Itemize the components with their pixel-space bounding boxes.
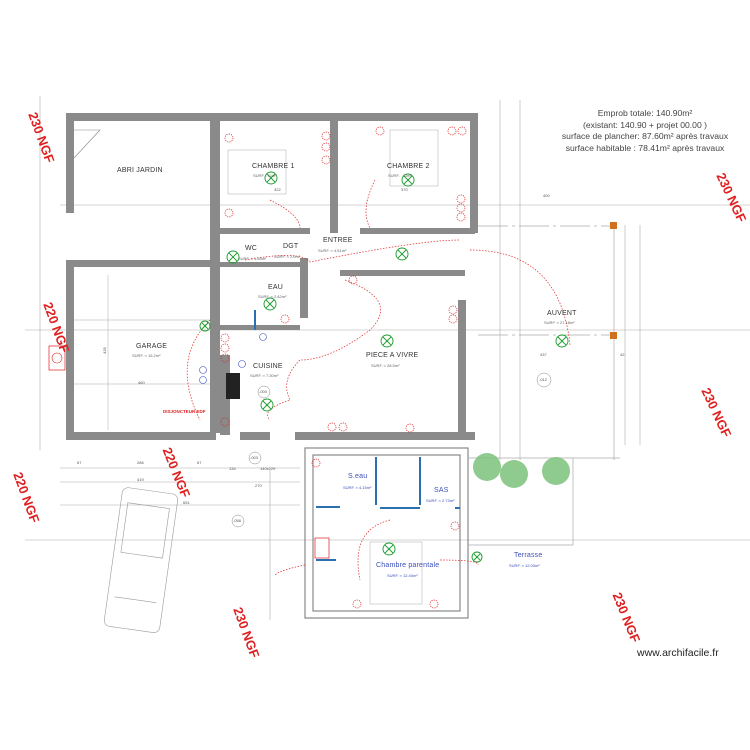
- extension-partitions: [254, 310, 460, 561]
- room-chambre1-surf: SURF. : 11m²: [253, 173, 277, 178]
- dim-label: 270: [255, 483, 262, 488]
- dim-chambre1: 322: [274, 187, 281, 192]
- room-sas: SAS: [434, 487, 449, 494]
- room-chambre2-surf: SURF. : 11m²: [388, 173, 412, 178]
- dim-label: 134: [229, 466, 236, 471]
- summary-emprise: Emprob totale: 140.90m²: [597, 108, 693, 118]
- room-wc: WC: [245, 245, 258, 252]
- post-icon: [610, 222, 617, 229]
- dim-label: 67: [77, 460, 82, 465]
- room-cuisine: CUISINE: [253, 363, 283, 370]
- beds: [227, 129, 439, 605]
- power-outlets: [220, 126, 467, 609]
- reference-lines: [25, 96, 750, 620]
- level-marker: -058: [233, 518, 242, 523]
- dim-label: 286: [137, 460, 144, 465]
- room-entree: ENTREE: [323, 237, 353, 244]
- summary-habitable: surface habitable : 78.41m² après travau…: [565, 142, 725, 153]
- trees: [473, 453, 570, 488]
- dim-label: 651: [183, 500, 190, 505]
- watermark-link[interactable]: www.archifacile.fr: [637, 647, 719, 659]
- summary-existant: (existant: 140.90 + projet 00.00 ): [583, 119, 707, 130]
- summary-plancher: surface de plancher: 87.60m² après trava…: [561, 131, 729, 141]
- level-marker: -000: [259, 389, 268, 394]
- room-wc-surf: SURF. ≈ 1.58m²: [238, 256, 267, 261]
- room-chambre1: CHAMBRE 1: [252, 163, 295, 170]
- level-marker: -012: [539, 377, 548, 382]
- dim-label: 140x229: [260, 466, 276, 471]
- room-eau: EAU: [268, 284, 283, 291]
- surface-summary: Emprob totale: 140.90m² (existant: 140.9…: [540, 108, 750, 154]
- room-piece-a-vivre-surf: SURF. ≈ 28.5m²: [371, 363, 400, 368]
- room-entree-surf: SURF. ≈ 4.51m²: [318, 248, 347, 253]
- room-chambre2: CHAMBRE 2: [387, 163, 430, 170]
- cooker: [226, 373, 240, 399]
- walls: [66, 113, 478, 440]
- dim-label: 67: [197, 460, 202, 465]
- level-marker: -003: [250, 455, 259, 460]
- room-dgt-surf: SURF. ≈ 2.0m²: [274, 254, 301, 259]
- dim-label: 419: [137, 477, 144, 482]
- dim-garage-h: 435: [101, 347, 107, 354]
- dim-garage-w: 460: [138, 380, 145, 385]
- room-garage-surf: SURF. ≈ 15.2m²: [132, 353, 161, 358]
- room-terrasse-surf: SURF. ≈ 12.00m²: [509, 563, 540, 568]
- post-icon: [610, 332, 617, 339]
- car-outline: [103, 487, 178, 633]
- room-s-eau: S.eau: [348, 473, 368, 480]
- room-abri-jardin: ABRI JARDIN: [117, 167, 163, 174]
- room-garage: GARAGE: [136, 343, 168, 350]
- room-dgt: DGT: [283, 243, 299, 250]
- room-sas-surf: SURF. ≈ 2.73m²: [426, 498, 455, 503]
- light-fixtures: [199, 171, 569, 563]
- dim-chambre2: 370: [401, 187, 408, 192]
- extension-walls: [304, 447, 469, 619]
- dim-label: 42: [620, 352, 625, 357]
- room-auvent-surf: SURF. ≈ 27.18m²: [544, 320, 575, 325]
- room-auvent: AUVENT: [547, 310, 577, 317]
- dim-auvent: 437: [540, 352, 547, 357]
- room-piece-a-vivre: PIECE A VIVRE: [366, 352, 419, 359]
- room-eau-surf: SURF. ≈ 2.82m²: [258, 294, 287, 299]
- room-chambre-parentale: Chambre parentale: [376, 562, 440, 569]
- dim-label: 400: [543, 193, 550, 198]
- room-chambre-parentale-surf: SURF. ≈ 12.40m²: [387, 573, 418, 578]
- level-markers: [231, 372, 552, 528]
- meter-box: [48, 345, 66, 371]
- room-s-eau-surf: SURF. ≈ 4.15m²: [343, 485, 372, 490]
- tgbt-box: [314, 537, 330, 559]
- electrical-wiring: [186, 179, 571, 581]
- room-terrasse: Terrasse: [514, 552, 543, 559]
- switches: [199, 333, 267, 384]
- room-cuisine-surf: SURF. ≈ 7.30m²: [250, 373, 279, 378]
- disjoncteur-label: DISJONCTEUR EDF: [163, 409, 206, 414]
